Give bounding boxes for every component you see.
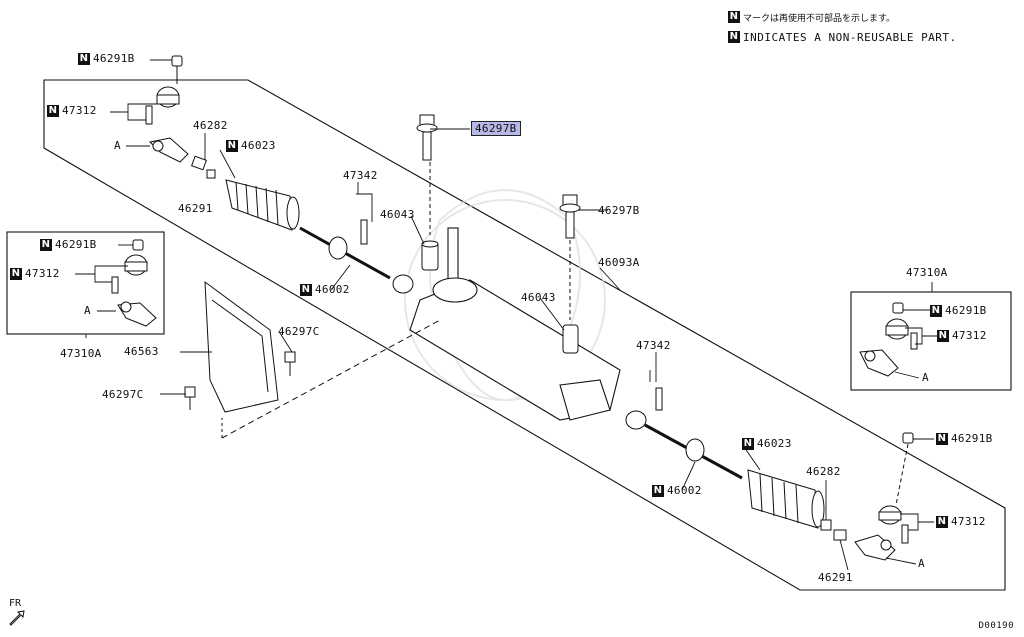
bushing-46043-top: [421, 240, 439, 271]
part-label-46043-top[interactable]: 46043: [380, 208, 415, 221]
part-label-46291-top[interactable]: 46291: [178, 202, 213, 215]
kit-outline: [43, 79, 1006, 591]
ref-label-a-inset-left: A: [84, 304, 91, 317]
bolt-46297B-mid: [559, 194, 581, 239]
inner-tie-rod-bottom: [625, 387, 743, 480]
part-label-46297B-highlighted[interactable]: 46297B: [471, 121, 521, 136]
tie-rod-end-top-left: [145, 55, 189, 163]
part-label-46282-top[interactable]: 46282: [193, 119, 228, 132]
nonreusable-icon: N: [742, 438, 754, 450]
part-label-46282-bottom[interactable]: 46282: [806, 465, 841, 478]
legend-jp-text: マークは再使用不可部品を示します。: [743, 14, 896, 24]
ref-label-a-inset-right: A: [922, 371, 929, 384]
part-label-46297C-right[interactable]: 46297C: [278, 325, 320, 338]
inner-tie-rod-top: [299, 219, 414, 294]
nonreusable-icon: N: [937, 330, 949, 342]
group-label-47310A-right[interactable]: 47310A: [906, 266, 948, 279]
ref-label-a-top: A: [114, 139, 121, 152]
nonreusable-icon: N: [936, 516, 948, 528]
legend-en-text: INDICATES A NON-REUSABLE PART.: [743, 31, 957, 44]
bolt-46297B-top: [416, 114, 438, 161]
nut-46282-top: [191, 155, 216, 179]
part-label-46291-bottom[interactable]: 46291: [818, 571, 853, 584]
nonreusable-icon: N: [40, 239, 52, 251]
nonreusable-icon: N: [936, 433, 948, 445]
inset-box-right: [850, 291, 1012, 391]
cover-46563: [184, 280, 296, 413]
nonreusable-icon: N: [652, 485, 664, 497]
nonreusable-icon: N: [728, 31, 740, 43]
boot-46023-bottom: [747, 469, 825, 529]
tie-rod-end-inset-right: [859, 302, 918, 377]
nonreusable-icon: N: [78, 53, 90, 65]
nonreusable-icon: N: [10, 268, 22, 280]
nonreusable-icon: N: [300, 284, 312, 296]
nonreusable-icon: N: [930, 305, 942, 317]
nut-46282-bottom: [820, 519, 847, 541]
rack-housing: [409, 227, 621, 421]
tie-rod-end-bottom: [854, 432, 914, 561]
part-label-46093A[interactable]: 46093A: [598, 256, 640, 269]
part-label-46297B-mid[interactable]: 46297B: [598, 204, 640, 217]
group-label-47310A-left[interactable]: 47310A: [60, 347, 102, 360]
part-label-46563[interactable]: 46563: [124, 345, 159, 358]
part-label-46043-mid[interactable]: 46043: [521, 291, 556, 304]
nonreusable-icon: N: [226, 140, 238, 152]
part-label-47342-top[interactable]: 47342: [343, 169, 378, 182]
nonreusable-icon: N: [47, 105, 59, 117]
diagram-code: D00190: [978, 621, 1014, 631]
front-marker-label: FR: [9, 598, 22, 609]
boot-46023-top: [225, 179, 300, 231]
tie-rod-end-inset-left: [111, 239, 157, 327]
inset-box-left: [6, 231, 165, 335]
nonreusable-icon: N: [728, 11, 740, 23]
part-label-47342-bottom[interactable]: 47342: [636, 339, 671, 352]
part-label-46297C-left[interactable]: 46297C: [102, 388, 144, 401]
front-arrow-icon: [9, 610, 25, 626]
ref-label-a-bottom: A: [918, 557, 925, 570]
bushing-46043-mid: [562, 324, 579, 354]
